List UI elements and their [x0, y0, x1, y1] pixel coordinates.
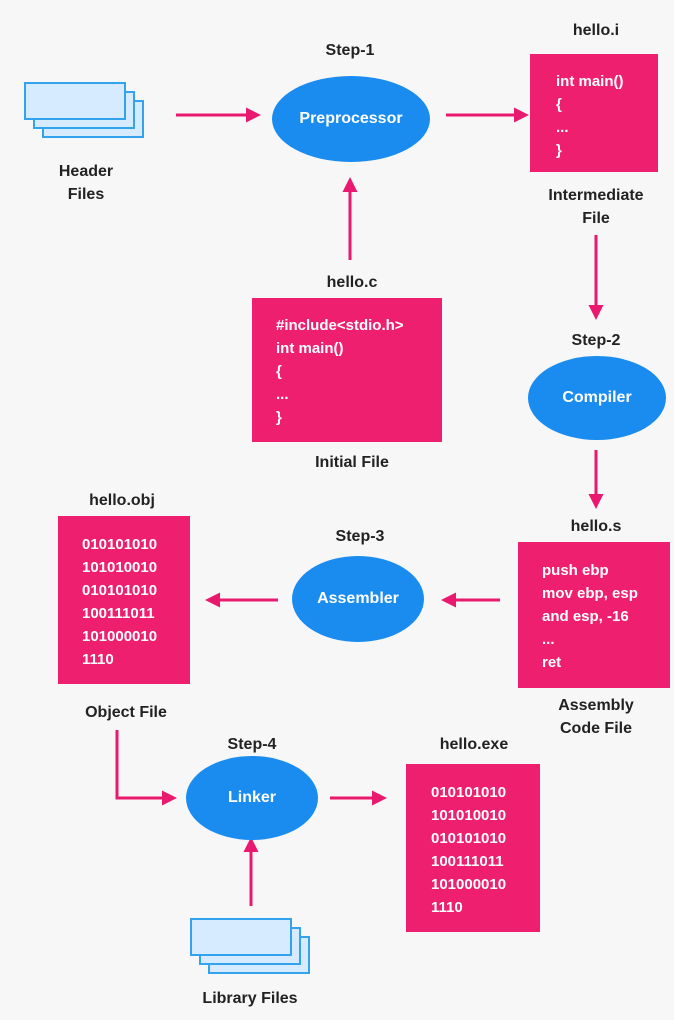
intermediate-caption-line: File: [582, 210, 610, 227]
code-line: ...: [556, 119, 569, 136]
header-files-label-line: Header: [58, 163, 114, 180]
header-files-label-line: Files: [67, 186, 105, 203]
binary-line: 1110: [431, 899, 463, 916]
binary-line: 010101010: [82, 536, 158, 553]
header-files-label: Header Files: [36, 160, 136, 206]
source-caption: Initial File: [315, 454, 389, 471]
binary-line: 010101010: [431, 784, 507, 801]
intermediate-caption: Intermediate File: [526, 184, 666, 230]
binary-line: 101000010: [431, 876, 507, 893]
assembly-caption-line: Assembly: [558, 697, 634, 714]
code-line: int main(): [556, 73, 624, 90]
code-line: push ebp: [542, 562, 609, 579]
assembler-node: Assembler: [292, 556, 424, 642]
code-line: ...: [542, 631, 555, 648]
object-file-box: 010101010 101010010 010101010 100111011 …: [58, 516, 190, 684]
assembly-caption-line: Code File: [559, 720, 632, 737]
linker-node: Linker: [186, 756, 318, 840]
code-line: ...: [276, 386, 289, 403]
binary-line: 010101010: [82, 582, 158, 599]
header-files-stack-icon: [24, 82, 148, 140]
code-line: int main(): [276, 340, 344, 357]
step-3-label: Step-3: [335, 528, 385, 545]
binary-line: 101010010: [82, 559, 158, 576]
stack-sheet: [190, 918, 292, 956]
intermediate-filename: hello.i: [572, 22, 620, 39]
compiler-node: Compiler: [528, 356, 666, 440]
linker-label: Linker: [227, 789, 276, 806]
code-line: }: [556, 142, 562, 159]
binary-line: 101010010: [431, 807, 507, 824]
step-4-label: Step-4: [227, 736, 277, 753]
stack-sheet: [24, 82, 126, 120]
step-1-label: Step-1: [325, 42, 375, 59]
binary-line: 1110: [82, 651, 114, 668]
code-line: ret: [542, 654, 562, 671]
library-files-stack-icon: [190, 918, 314, 976]
preprocessor-node: Preprocessor: [272, 76, 430, 162]
compiler-label: Compiler: [562, 389, 632, 406]
binary-line: 010101010: [431, 830, 507, 847]
executable-filename: hello.exe: [439, 736, 509, 753]
source-file-box: #include<stdio.h> int main() { ... }: [252, 298, 442, 442]
library-files-label: Library Files: [202, 990, 298, 1007]
code-line: }: [276, 409, 282, 426]
source-filename: hello.c: [326, 274, 378, 291]
binary-line: 100111011: [431, 853, 504, 870]
code-line: and esp, -16: [542, 608, 629, 625]
step-2-label: Step-2: [571, 332, 621, 349]
code-line: {: [276, 363, 282, 380]
code-line: mov ebp, esp: [542, 585, 638, 602]
assembly-file-box: push ebp mov ebp, esp and esp, -16 ... r…: [518, 542, 670, 688]
assembler-label: Assembler: [317, 590, 399, 607]
assembly-filename: hello.s: [570, 518, 622, 535]
assembly-caption: Assembly Code File: [526, 694, 666, 740]
binary-line: 101000010: [82, 628, 158, 645]
preprocessor-label: Preprocessor: [299, 110, 403, 127]
intermediate-file-box: int main() { ... }: [530, 54, 658, 172]
executable-file-box: 010101010 101010010 010101010 100111011 …: [406, 764, 540, 932]
code-line: {: [556, 96, 562, 113]
arrow-object-to-linker: [115, 730, 177, 806]
object-filename: hello.obj: [89, 492, 155, 509]
object-caption: Object File: [85, 704, 167, 721]
code-line: #include<stdio.h>: [276, 317, 404, 334]
intermediate-caption-line: Intermediate: [548, 187, 644, 204]
binary-line: 100111011: [82, 605, 155, 622]
